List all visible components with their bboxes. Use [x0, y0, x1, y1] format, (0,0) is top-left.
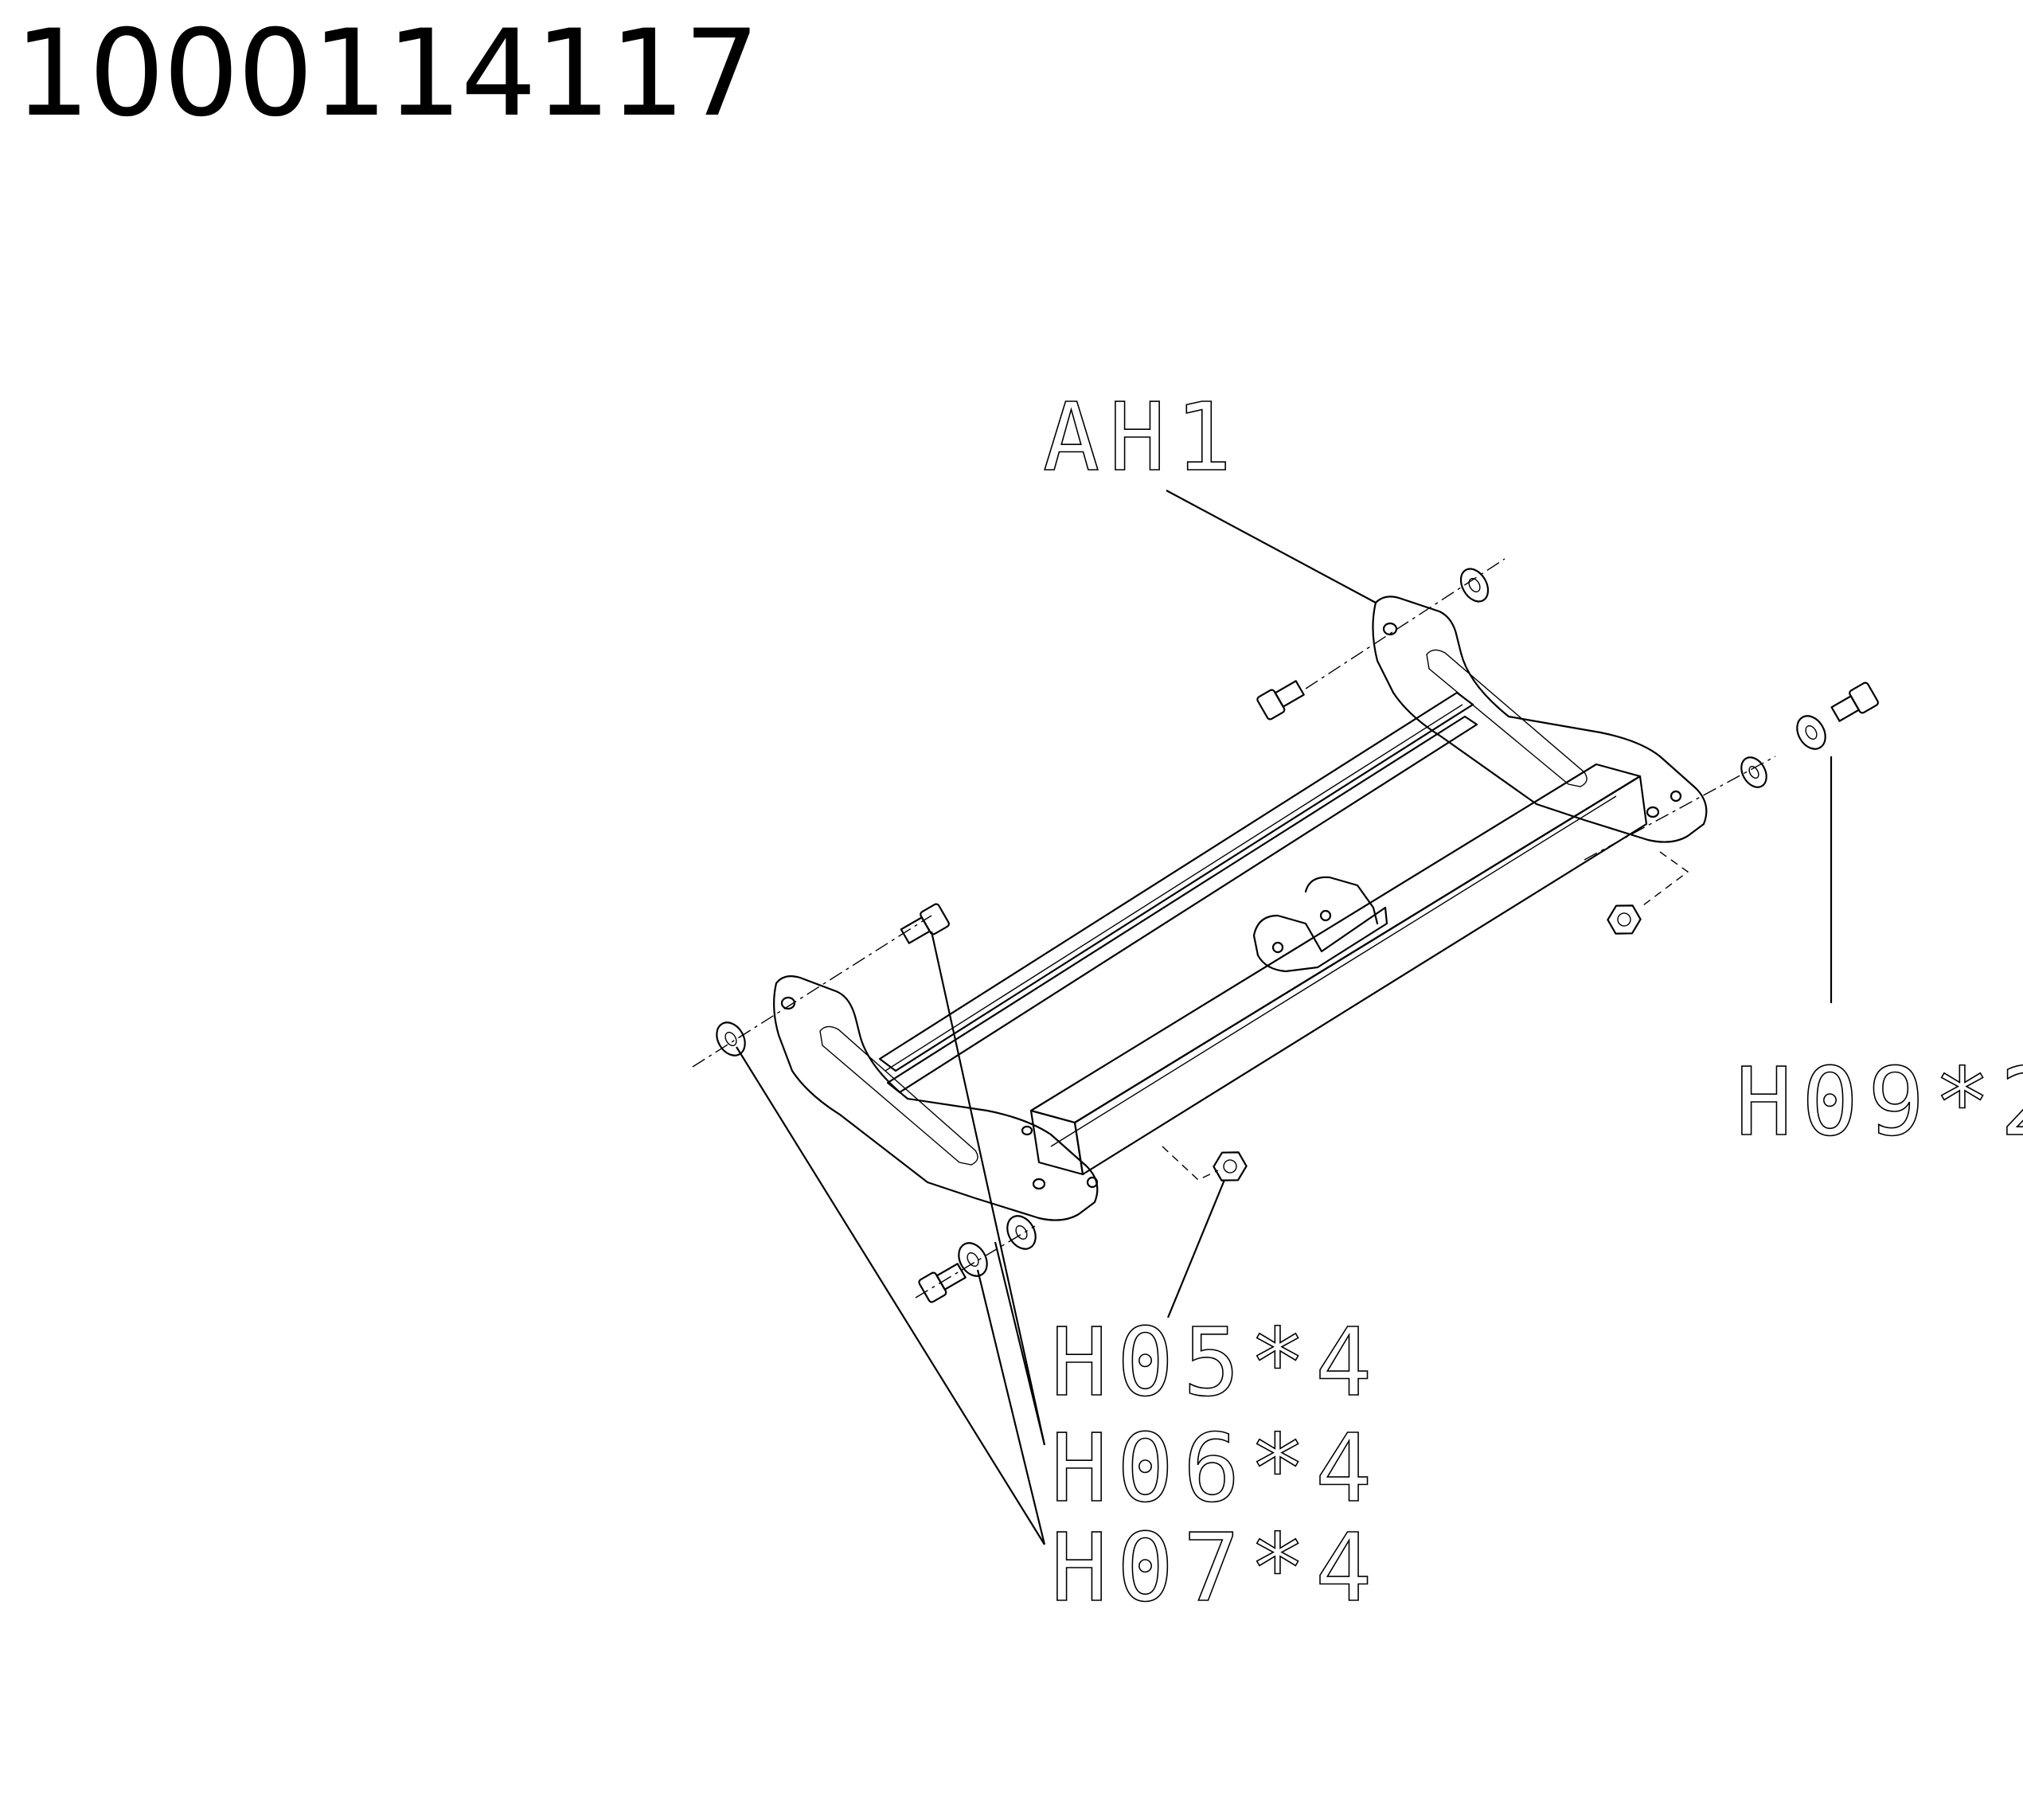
callout-ah1: AH1 — [1043, 382, 1241, 492]
callout-h09: H09*2 — [1736, 1047, 2023, 1157]
part-number-title: 1000114117 — [14, 5, 760, 143]
callout-h07: H07*4 — [1051, 1513, 1381, 1623]
callout-h06: H06*4 — [1051, 1413, 1381, 1523]
leader-lines — [736, 490, 1833, 1545]
left-side-plate — [773, 975, 1099, 1221]
callout-h05: H05*4 — [1051, 1307, 1381, 1417]
leader-h06-b — [994, 1241, 1046, 1446]
washer-lower-2 — [958, 1242, 988, 1277]
washer-lower-1 — [1006, 1215, 1037, 1250]
axis-lines — [692, 558, 1776, 1299]
washer-h09 — [1796, 715, 1826, 750]
leader-h05 — [1166, 1179, 1226, 1318]
bolt-upper-right — [1830, 682, 1879, 722]
leader-h07-a — [736, 1046, 1045, 1545]
nut-right — [1607, 904, 1642, 935]
frame-assembly — [773, 596, 1708, 1221]
washer-right-1 — [1740, 756, 1767, 788]
washer-left — [716, 1021, 746, 1056]
nut-center — [1213, 1151, 1248, 1181]
center-bracket — [1252, 906, 1388, 973]
bolt-upper-left — [1256, 680, 1305, 721]
callout-labels: AH1 H09*2 H05*4 H06*4 H07*4 — [1042, 381, 2023, 1623]
leader-ah1 — [1166, 490, 1377, 603]
bolt-left-upper — [900, 903, 950, 944]
right-side-plate — [1372, 596, 1708, 843]
leader-h06-a — [930, 931, 1046, 1446]
leader-h07-b — [976, 1269, 1046, 1545]
washer-top — [1459, 568, 1490, 603]
hardware — [716, 568, 1879, 1303]
